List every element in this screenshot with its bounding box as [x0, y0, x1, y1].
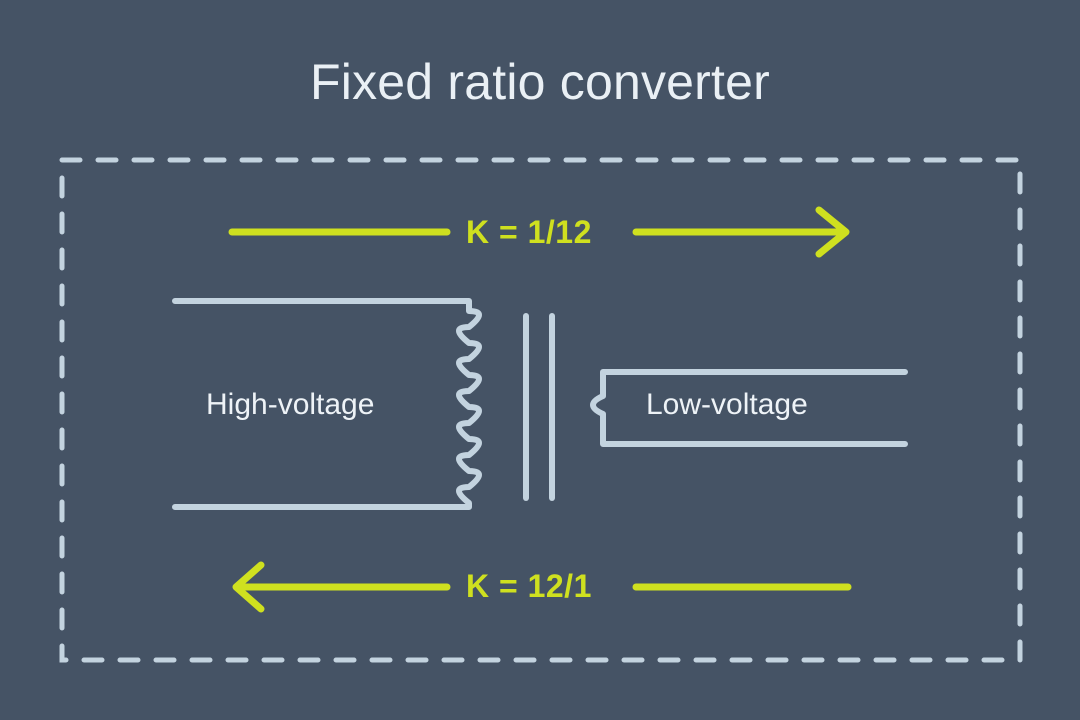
- primary-winding: [172, 298, 482, 510]
- node-label-high-voltage: High-voltage: [206, 388, 375, 421]
- step-down-arrow-head: [815, 206, 850, 258]
- ratio-label-step-up: K = 12/1: [466, 568, 592, 604]
- page-title: Fixed ratio converter: [310, 54, 770, 110]
- secondary-winding: [590, 369, 908, 447]
- ratio-label-step-down: K = 1/12: [466, 214, 592, 250]
- converter-boundary: [59, 157, 1023, 663]
- node-label-low-voltage: Low-voltage: [646, 388, 808, 421]
